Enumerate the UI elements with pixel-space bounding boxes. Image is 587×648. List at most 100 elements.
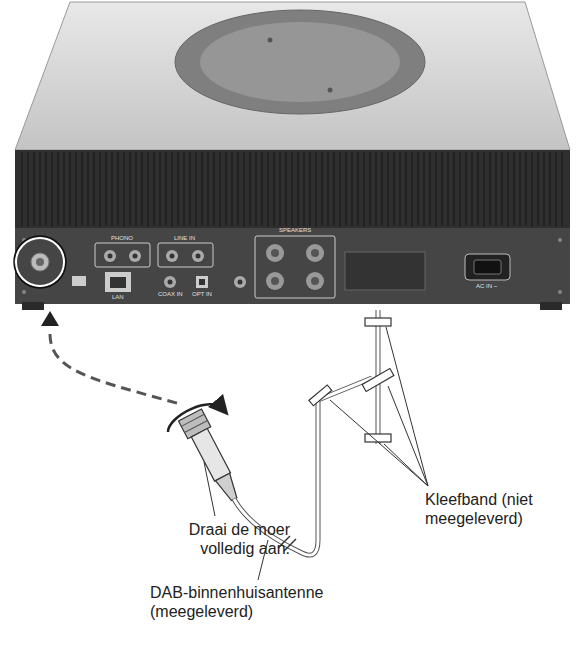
cooling-fins	[333, 152, 335, 226]
cooling-fins	[105, 152, 107, 226]
direction-pointer	[50, 334, 180, 404]
cooling-fins	[381, 152, 383, 226]
connectors	[168, 280, 173, 285]
back-panel	[22, 290, 26, 294]
cooling-fins	[429, 152, 431, 226]
cooling-fins	[351, 152, 353, 226]
port-label: OPT IN	[192, 291, 212, 297]
connectors	[108, 254, 113, 259]
cooling-fins	[495, 152, 497, 226]
cooling-fins	[465, 152, 467, 226]
cooling-fins	[477, 152, 479, 226]
connectors	[133, 254, 138, 259]
cooling-fins	[387, 152, 389, 226]
cooling-fins	[291, 152, 293, 226]
cooling-fins	[303, 152, 305, 226]
back-panel	[15, 150, 570, 310]
cooling-fins	[453, 152, 455, 226]
leader-line	[384, 444, 428, 486]
cooling-fins	[87, 152, 89, 226]
device-top	[200, 22, 400, 102]
adhesive-tape	[309, 318, 394, 442]
port-label: LAN	[112, 294, 124, 300]
cooling-fins	[165, 152, 167, 226]
cooling-fins	[99, 152, 101, 226]
cooling-fins	[22, 152, 562, 226]
cooling-fins	[513, 152, 515, 226]
device-top	[268, 38, 273, 43]
cooling-fins	[489, 152, 491, 226]
connectors	[36, 258, 44, 266]
cooling-fins	[171, 152, 173, 226]
cooling-fins	[261, 152, 263, 226]
cooling-fins	[549, 152, 551, 226]
connectors	[271, 277, 279, 285]
cooling-fins	[279, 152, 281, 226]
device-top	[15, 2, 570, 150]
cooling-fins	[267, 152, 269, 226]
cooling-fins	[423, 152, 425, 226]
cooling-fins	[201, 152, 203, 226]
connectors	[271, 249, 279, 257]
turn-arrow	[168, 404, 222, 432]
cooling-fins	[255, 152, 257, 226]
leader-line	[388, 386, 428, 486]
connectors	[31, 253, 49, 271]
cooling-fins	[393, 152, 395, 226]
leader-line	[204, 462, 215, 516]
connectors	[14, 236, 510, 298]
cooling-fins	[147, 152, 149, 226]
connectors	[158, 243, 213, 267]
connectors	[306, 272, 324, 290]
cooling-fins	[405, 152, 407, 226]
cooling-fins	[363, 152, 365, 226]
direction-pointer	[41, 311, 59, 326]
cooling-fins	[243, 152, 245, 226]
connectors	[234, 276, 246, 288]
cooling-fins	[321, 152, 323, 226]
port-label: COAX IN	[158, 291, 183, 297]
cooling-fins	[327, 152, 329, 226]
port-label: AC IN ~	[476, 283, 497, 289]
connectors	[311, 249, 319, 257]
cooling-fins	[345, 152, 347, 226]
connectors	[238, 280, 243, 285]
cooling-fins	[153, 152, 155, 226]
leader-line	[386, 327, 428, 486]
cooling-fins	[177, 152, 179, 226]
connectors	[474, 260, 501, 274]
back-panel	[558, 238, 562, 242]
cooling-fins	[555, 152, 557, 226]
cooling-fins	[135, 152, 137, 226]
cooling-fins	[459, 152, 461, 226]
cooling-fins	[249, 152, 251, 226]
connectors	[266, 244, 284, 262]
cooling-fins	[399, 152, 401, 226]
antenna-cable	[234, 310, 378, 555]
cooling-fins	[39, 152, 41, 226]
cooling-fins	[411, 152, 413, 226]
cooling-fins	[537, 152, 539, 226]
cooling-fins	[531, 152, 533, 226]
cooling-fins	[435, 152, 437, 226]
cooling-fins	[27, 152, 29, 226]
cooling-fins	[297, 152, 299, 226]
connectors	[345, 252, 425, 290]
connectors	[110, 277, 126, 288]
connectors	[199, 279, 205, 285]
cooling-fins	[195, 152, 197, 226]
cooling-fins	[33, 152, 35, 226]
port-label: LINE IN	[174, 235, 195, 241]
connectors	[164, 276, 176, 288]
cooling-fins	[117, 152, 119, 226]
cooling-fins	[441, 152, 443, 226]
antenna-connector	[191, 429, 230, 482]
cooling-fins	[501, 152, 503, 226]
connectors	[105, 272, 131, 292]
back-panel	[22, 302, 44, 310]
connectors	[170, 254, 175, 259]
cooling-fins	[63, 152, 65, 226]
cooling-fins	[225, 152, 227, 226]
connectors	[196, 254, 201, 259]
